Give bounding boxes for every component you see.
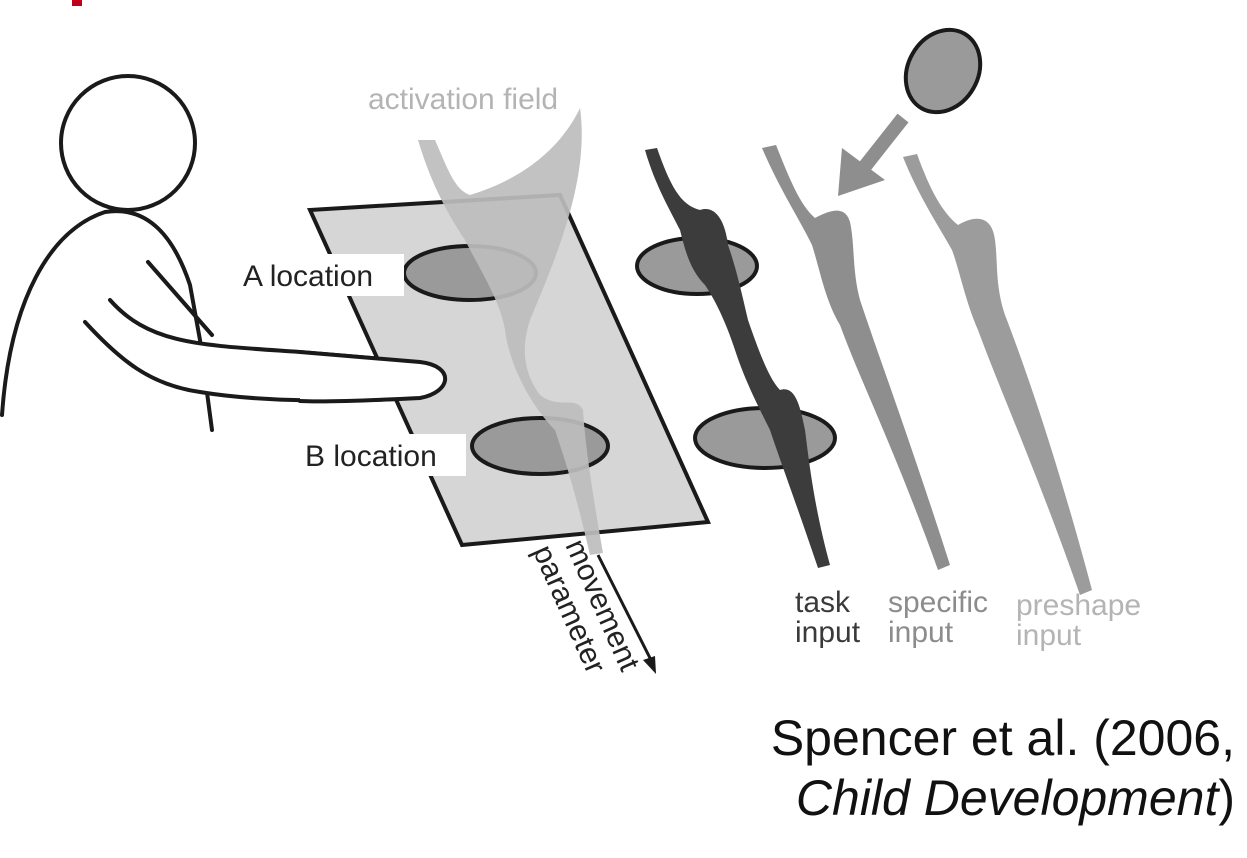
corner-mark: [72, 0, 82, 6]
specific-cue-ellipse: [903, 27, 983, 115]
child-hand: [298, 350, 448, 404]
specific-input-label-line2: input: [888, 616, 954, 649]
citation-close: ): [1218, 770, 1235, 826]
activation-field-curve: [418, 108, 603, 555]
specific-input-label-line1: specific: [888, 586, 988, 619]
preshape-input-curve: [903, 154, 1092, 595]
specific-cue-arrow: [838, 113, 909, 196]
child-head: [59, 74, 197, 212]
citation: Spencer et al. (2006, Child Development): [771, 708, 1235, 828]
task-input-curve: [645, 148, 830, 568]
svg-text:B location: B location: [305, 440, 437, 473]
svg-text:A location: A location: [243, 260, 373, 293]
child-body: [0, 209, 214, 432]
b-location-label: B location: [298, 434, 466, 476]
child-back-arm: [146, 260, 214, 337]
citation-journal: Child Development: [795, 770, 1219, 826]
specific-input-curve: [762, 145, 950, 570]
movement-parameter-label: movement parameter: [526, 534, 646, 678]
citation-line1: Spencer et al. (2006,: [770, 710, 1235, 766]
task-input-label-line2: input: [795, 616, 861, 649]
activation-field-label: activation field: [368, 83, 558, 116]
task-input-label-line1: task: [795, 586, 851, 619]
movement-parameter-axis: [596, 554, 656, 674]
preshape-input-label-line1: preshape: [1016, 589, 1141, 622]
citation-line2: Child Development): [771, 768, 1235, 828]
a-location-label: A location: [236, 254, 404, 296]
preshape-input-label-line2: input: [1016, 619, 1082, 652]
